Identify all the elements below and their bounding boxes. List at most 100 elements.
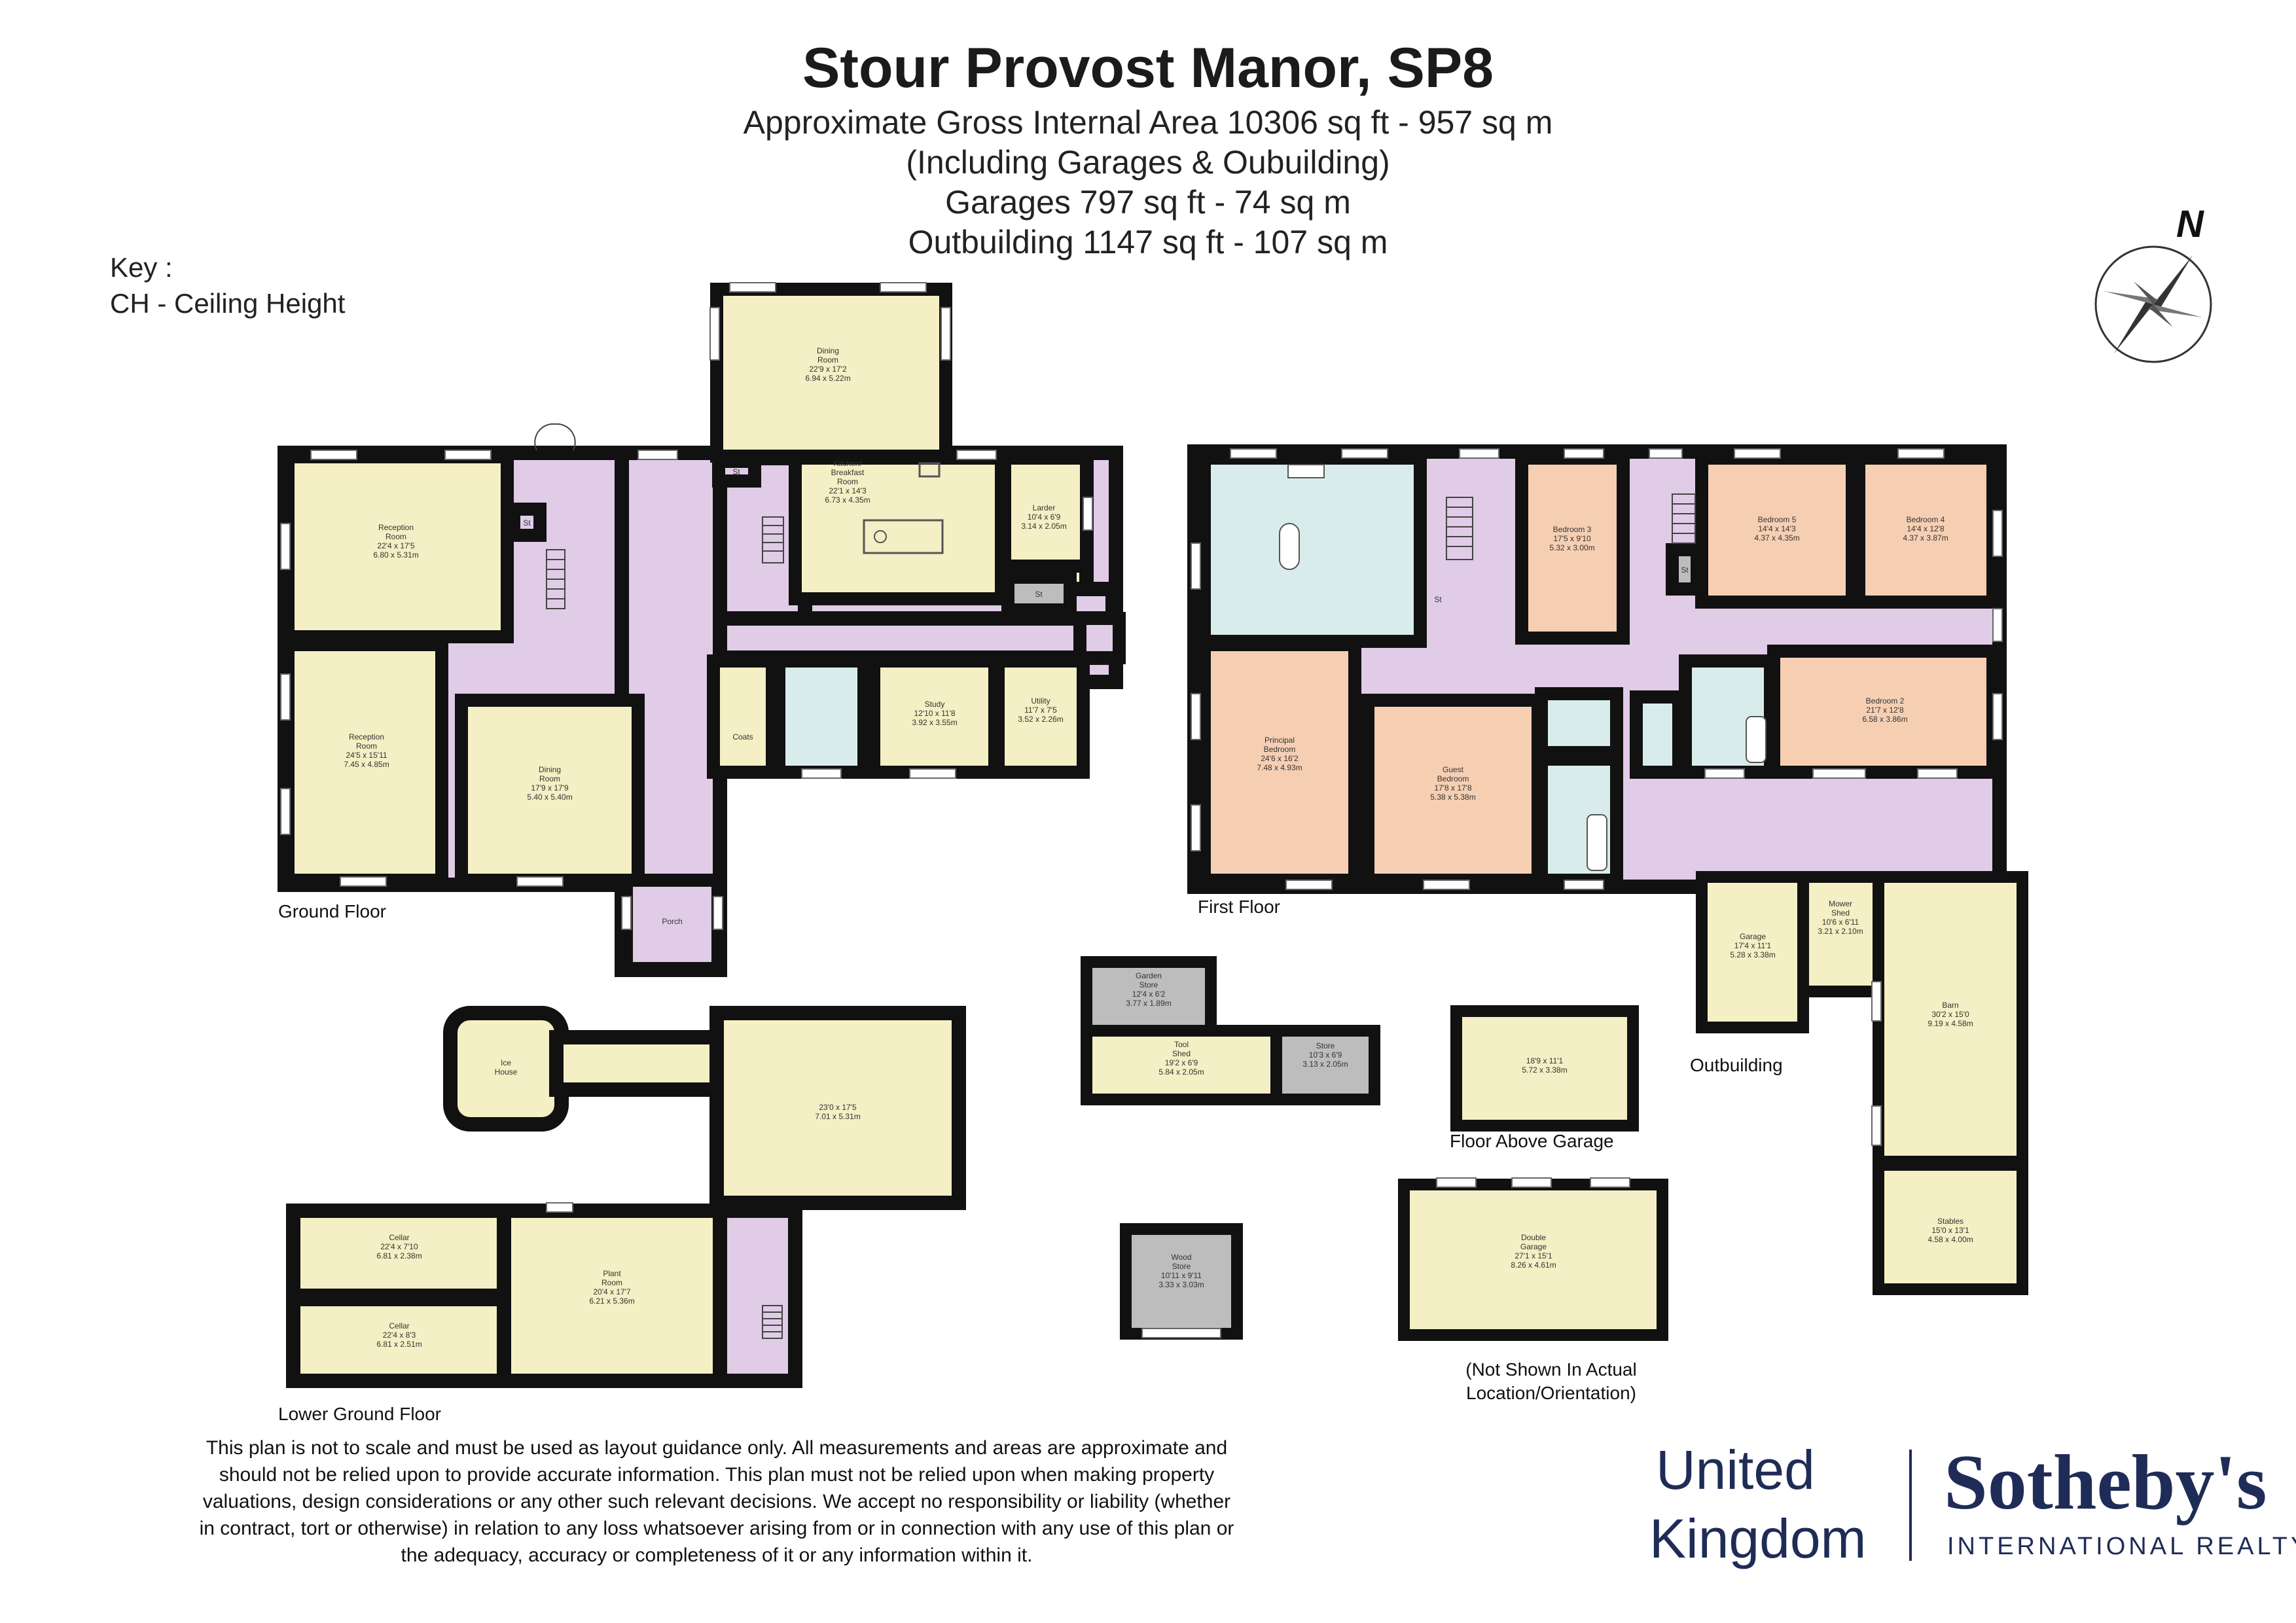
room-lg-big [709,1006,966,1210]
room-label: St [732,467,740,476]
room-st-f [1666,543,1704,596]
area-line: (Including Garages & Oubuilding) [906,144,1390,181]
room-st-g [1001,571,1077,616]
room-label: Dining [817,346,839,355]
room-label: Tool [1174,1040,1189,1049]
room-label: Kitchen/ [833,459,862,468]
room-principal-bath [1198,452,1427,648]
room-wood-store [1120,1223,1243,1340]
plan-title: Stour Provost Manor, SP8 [802,37,1494,99]
room-stables [1873,1159,2028,1295]
room-label: Bedroom 3 [1553,525,1592,534]
room-label: Bedroom 5 [1758,515,1797,524]
room-dining-top [710,283,952,463]
svg-text:Bedroom 221'7 x 12'86.58 x 3.8: Bedroom 221'7 x 12'86.58 x 3.86m [1862,696,1907,724]
room-mower-shed [1797,871,1884,997]
room-store [1270,1025,1380,1105]
room-label: St [1434,595,1442,604]
room-garage [1696,871,1809,1033]
room-label: 23'0 x 17'5 [819,1103,857,1112]
room-label: Store [1316,1041,1335,1050]
room-lg-stair [713,1204,802,1388]
room-label: Cellar [389,1233,409,1242]
room-label: St [523,518,531,527]
brand-sub: INTERNATIONAL REALTY [1947,1533,2296,1560]
room-label: Larder [1033,503,1056,512]
room-label: Garden [1136,971,1162,980]
floor-label-lower: Lower Ground Floor [278,1404,442,1424]
svg-text:23'0 x 17'57.01 x 5.31m: 23'0 x 17'57.01 x 5.31m [815,1103,860,1121]
room-label: Principal [1265,736,1295,745]
room-label: Mower [1829,899,1852,908]
room-ensuite-a [1535,687,1623,759]
floor-label-first: First Floor [1198,897,1280,917]
room-utility [992,654,1090,779]
room-st-small2 [712,455,761,488]
room-label: Barn [1942,1001,1958,1010]
room-label: Stables [1937,1217,1964,1226]
room-wc [772,654,870,779]
room-label: Coats [732,732,753,741]
room-label: Dining [539,765,561,774]
area-line: Garages 797 sq ft - 74 sq m [945,184,1351,221]
orientation-note: (Not Shown In Actual Location/Orientatio… [1465,1359,1637,1403]
room-wc-2 [1630,690,1685,779]
brand-united: United [1656,1439,1815,1501]
room-label: Utility [1031,696,1050,705]
room-label: Bedroom 2 [1866,696,1905,705]
brand-kingdom: Kingdom [1649,1508,1867,1569]
room-bedroom-3 [1515,452,1630,645]
hall-east [1073,612,1126,664]
room-label: St [1035,590,1043,599]
room-cellar-2 [286,1292,513,1388]
floor-label-ground: Ground Floor [278,901,386,921]
svg-text:Bedroom 414'4 x 12'84.37 x 3.8: Bedroom 414'4 x 12'84.37 x 3.87m [1903,515,1948,543]
room-label: 18'9 x 11'1 [1526,1056,1564,1065]
room-reception-2 [281,638,448,887]
room-plant [497,1204,727,1388]
area-line: Approximate Gross Internal Area 10306 sq… [743,104,1553,141]
room-label: Garage [1740,932,1766,941]
brand-name: Sotheby's [1944,1438,2267,1525]
room-label: Double [1521,1233,1546,1242]
room-label: Porch [662,917,682,926]
key-title: Key : [110,252,173,283]
disclaimer: This plan is not to scale and must be us… [199,1437,1234,1566]
floor-label-outbuilding: Outbuilding [1690,1055,1783,1075]
room-label: Reception [378,523,414,532]
room-tool-shed [1081,1025,1282,1105]
compass-icon: N [2094,203,2212,363]
room-label: Wood [1171,1253,1191,1262]
svg-text:Bedroom 514'4 x 14'34.37 x 4.3: Bedroom 514'4 x 14'34.37 x 4.35m [1754,515,1799,543]
room-label: Bedroom 4 [1907,515,1945,524]
room-label: Guest [1443,765,1464,774]
svg-text:18'9 x 11'15.72 x 3.38m: 18'9 x 11'15.72 x 3.38m [1522,1056,1567,1075]
room-label: Ice [501,1058,511,1067]
room-label: St [1681,565,1689,575]
room-above-garage [1450,1005,1639,1132]
room-double-garage [1398,1179,1668,1341]
room-label: Reception [349,732,384,741]
